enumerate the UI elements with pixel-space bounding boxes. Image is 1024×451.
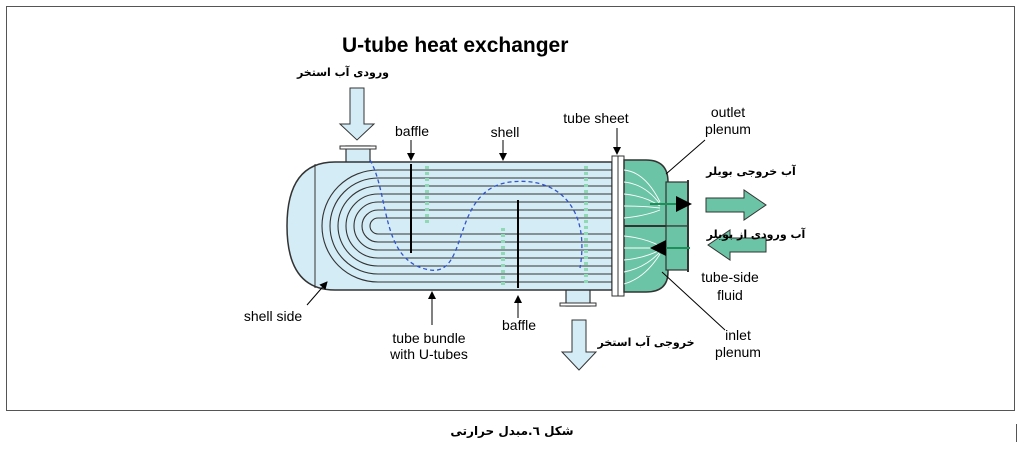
shell-side-flow xyxy=(369,159,583,271)
shell-label: shell xyxy=(491,124,520,140)
outlet-plenum-label-1: outlet xyxy=(711,104,745,120)
boiler-outlet-arrow xyxy=(705,189,767,221)
heat-exchanger-diagram: U-tube heat exchanger ورودی آب استخر xyxy=(244,34,806,371)
tube-bundle-label-2: with U-tubes xyxy=(389,346,468,362)
tube-side-label-1: tube-side xyxy=(701,269,759,285)
figure-caption: شکل ٦.مبدل حرارتی xyxy=(450,424,574,438)
baffle-top-label: baffle xyxy=(395,123,429,139)
baffle-bottom-label: baffle xyxy=(502,317,536,333)
tube-sheet xyxy=(611,155,625,297)
inlet-plenum-label-1: inlet xyxy=(725,327,751,343)
outlet-plenum-label-2: plenum xyxy=(705,121,751,137)
tube-side-label-2: fluid xyxy=(717,287,743,303)
tube-sheet-label: tube sheet xyxy=(563,110,628,126)
pool-outlet-label: خروجی آب استخر xyxy=(597,335,695,349)
tube-bundle-label-1: tube bundle xyxy=(392,330,465,346)
channel-head xyxy=(623,159,692,293)
boiler-outlet-label: آب خروجی بویلر xyxy=(705,164,796,178)
pool-inlet-label: ورودی آب استخر xyxy=(296,65,389,79)
label-pointers xyxy=(306,128,726,331)
baffle-bottom xyxy=(501,200,519,288)
u-tube-bundle xyxy=(321,169,612,283)
baffle-top xyxy=(410,164,429,253)
diagram-title: U-tube heat exchanger xyxy=(342,34,568,57)
boiler-inlet-label: آب ورودی از بویلر xyxy=(706,227,806,241)
caption-divider xyxy=(1016,424,1017,442)
boiler-inlet-arrow xyxy=(707,229,767,261)
pool-outlet-arrow xyxy=(560,319,598,371)
shell-side-label: shell side xyxy=(244,308,303,324)
pool-inlet-arrow xyxy=(338,87,376,141)
inlet-plenum-label-2: plenum xyxy=(715,344,761,360)
figure-frame xyxy=(6,6,1015,411)
